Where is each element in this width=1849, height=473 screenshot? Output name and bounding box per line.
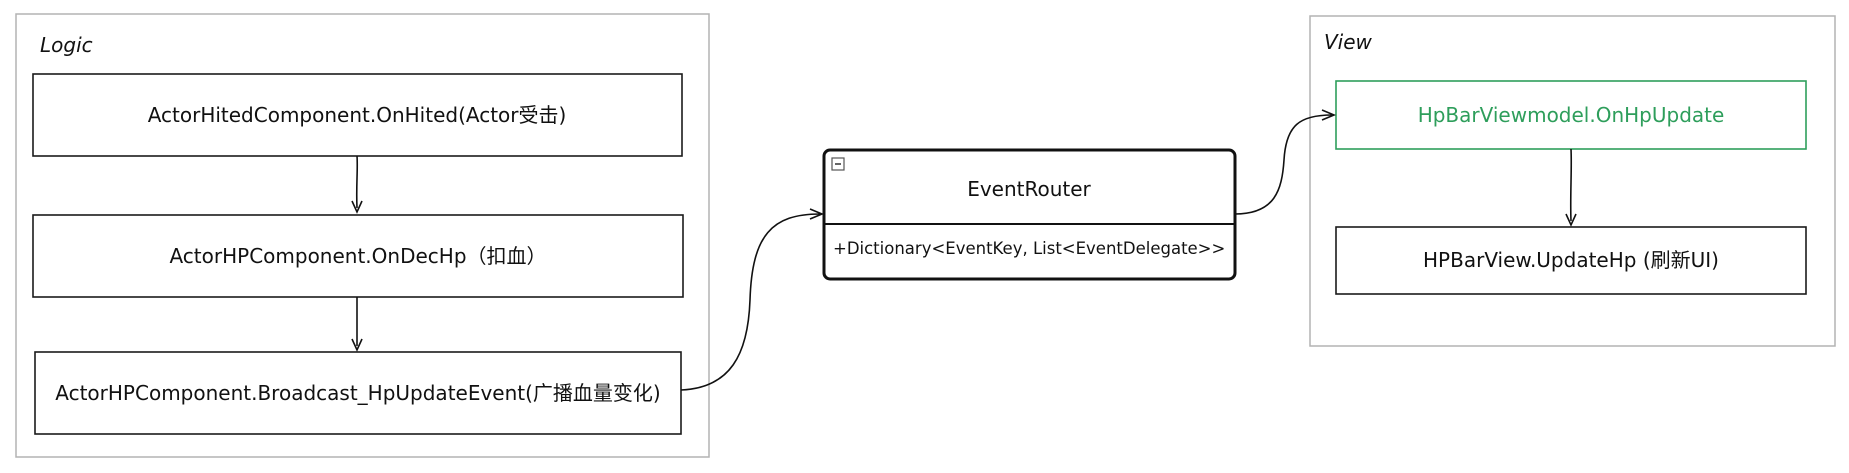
edge-router-to-viewmodel-line — [1234, 114, 1333, 215]
actor-hited-label: ActorHitedComponent.OnHited(Actor受击) — [148, 103, 567, 127]
edge-router-to-viewmodel — [1234, 109, 1337, 215]
edge-broadcast-to-router-arrowhead — [809, 208, 825, 220]
event-router-title: EventRouter — [967, 177, 1091, 201]
hpbar-viewmodel-box — [1335, 80, 1807, 150]
logic-group-label: Logic — [40, 33, 93, 57]
view-group-frame — [1309, 15, 1836, 347]
actor-hited-box — [32, 73, 683, 157]
edge-hited-to-dec — [351, 155, 363, 214]
edge-hited-to-dec-line — [355, 155, 359, 209]
actor-hp-broadcast-label: ActorHPComponent.Broadcast_HpUpdateEvent… — [55, 381, 660, 405]
actor-hp-dec-node[interactable]: ActorHPComponent.OnDecHp（扣血） — [32, 214, 684, 298]
event-router-box — [822, 148, 1237, 281]
edge-viewmodel-to-view — [1565, 148, 1577, 227]
edge-viewmodel-to-view-line — [1569, 148, 1573, 222]
actor-hp-broadcast-node[interactable]: ActorHPComponent.Broadcast_HpUpdateEvent… — [34, 351, 682, 435]
edge-viewmodel-to-view-arrowhead — [1565, 213, 1577, 227]
actor-hp-dec-box — [32, 214, 684, 298]
event-router-member: +Dictionary<EventKey, List<EventDelegate… — [833, 239, 1225, 258]
view-group-label: View — [1324, 30, 1373, 54]
hpbar-view-node[interactable]: HPBarView.UpdateHp (刷新UI) — [1335, 226, 1807, 295]
logic-group: Logic — [15, 13, 710, 458]
actor-hp-dec-label: ActorHPComponent.OnDecHp（扣血） — [169, 244, 546, 268]
edge-hited-to-dec-arrowhead — [351, 200, 363, 214]
hpbar-viewmodel-label: HpBarViewmodel.OnHpUpdate — [1418, 103, 1725, 127]
edge-broadcast-to-router — [680, 208, 825, 391]
edge-dec-to-broadcast-arrowhead — [351, 338, 363, 352]
hpbar-viewmodel-node[interactable]: HpBarViewmodel.OnHpUpdate — [1335, 80, 1807, 150]
actor-hp-broadcast-box — [34, 351, 682, 435]
hpbar-view-label: HPBarView.UpdateHp (刷新UI) — [1423, 248, 1719, 272]
edge-broadcast-to-router-line — [680, 213, 821, 391]
edge-router-to-viewmodel-arrowhead — [1321, 109, 1337, 121]
logic-group-frame — [15, 13, 710, 458]
event-router-node[interactable]: EventRouter +Dictionary<EventKey, List<E… — [822, 148, 1237, 281]
view-group: View — [1309, 15, 1836, 347]
minus-box-icon[interactable] — [831, 157, 845, 171]
actor-hited-node[interactable]: ActorHitedComponent.OnHited(Actor受击) — [32, 73, 683, 157]
hpbar-view-box — [1335, 226, 1807, 295]
edge-dec-to-broadcast — [351, 297, 363, 352]
